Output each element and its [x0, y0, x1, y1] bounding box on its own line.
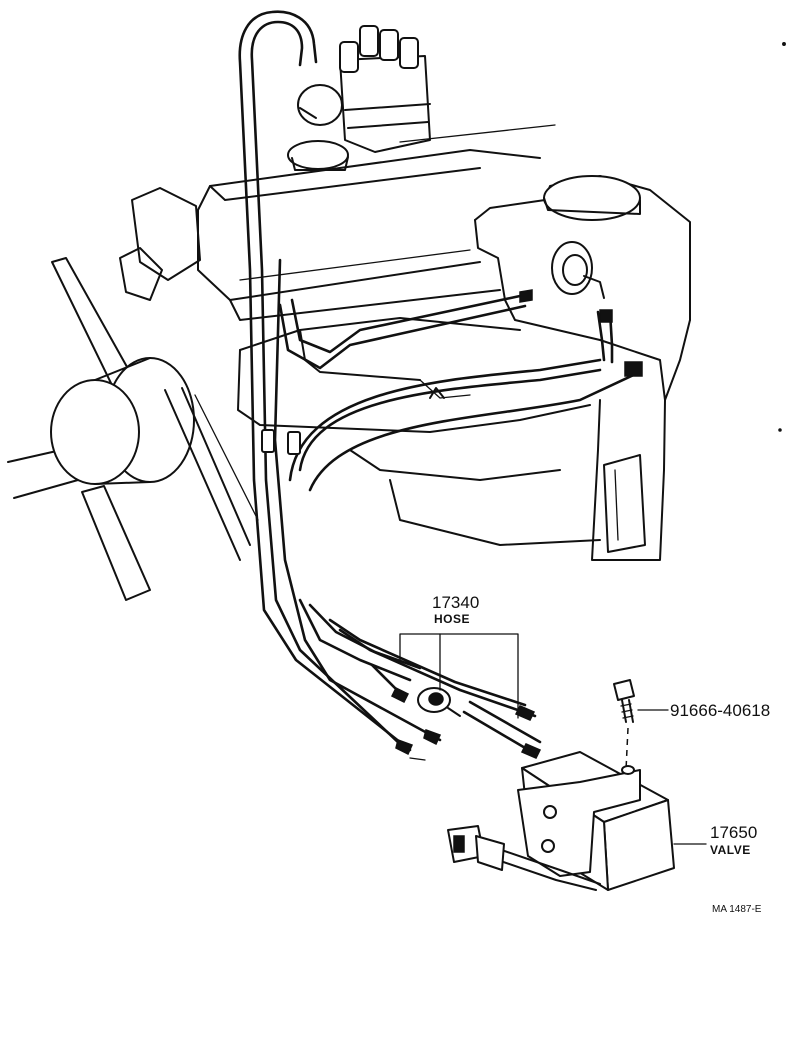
- vsv-valve: 17650 VALVE: [447, 751, 757, 891]
- bolt: 91666-40618: [613, 679, 770, 771]
- hose-part-number: 17340: [432, 593, 479, 612]
- hose-label: HOSE: [434, 612, 470, 626]
- valve-part-number: 17650: [710, 823, 757, 842]
- engine-block: [119, 149, 691, 561]
- drawing-code: MA 1487-E: [712, 904, 762, 915]
- cooling-fan: [7, 257, 259, 601]
- speck: [782, 42, 786, 46]
- hose-routing: [238, 10, 643, 752]
- callout-hose: 17340 HOSE: [399, 593, 519, 719]
- speck: [778, 428, 782, 432]
- bolt-part-number: 91666-40618: [670, 701, 770, 720]
- distributor: [287, 25, 556, 171]
- hose-17340-pieces: [370, 663, 542, 761]
- valve-label: VALVE: [710, 843, 751, 857]
